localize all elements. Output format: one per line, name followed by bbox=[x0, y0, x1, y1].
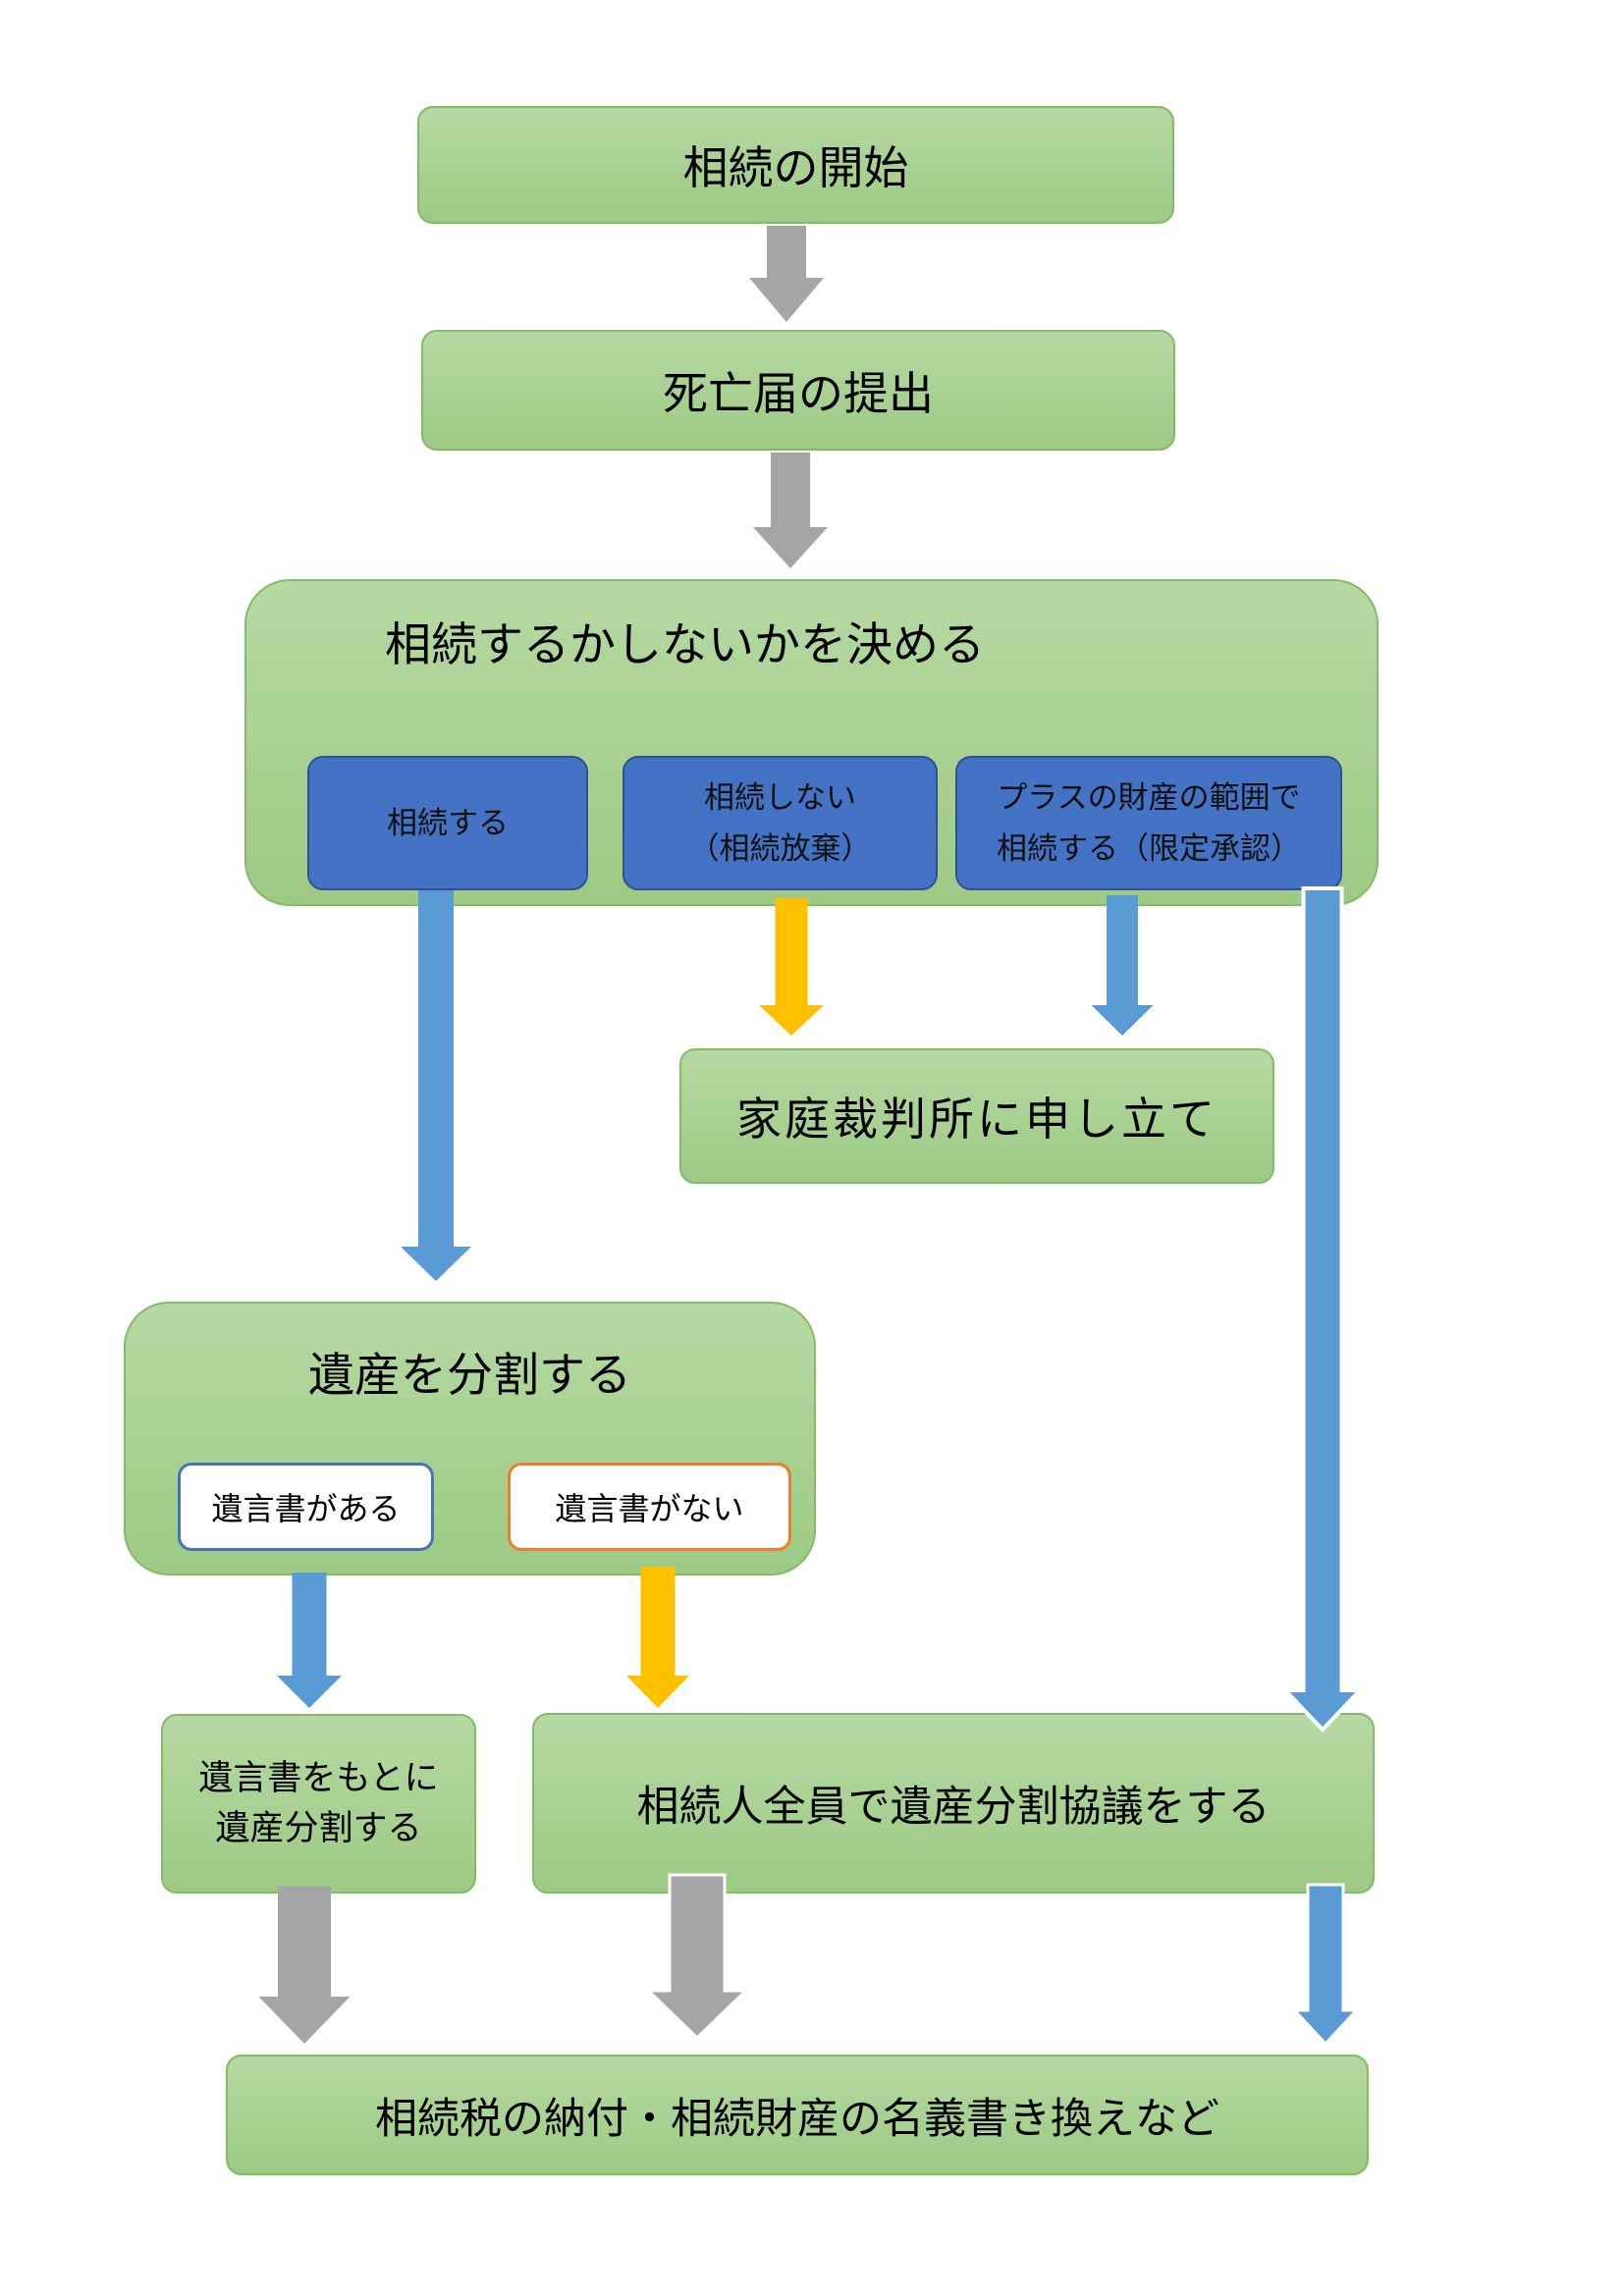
arrow-start-to-death-notice bbox=[749, 226, 824, 322]
with-will-box: 遺言書がある bbox=[178, 1463, 434, 1551]
arrow-limited-to-court bbox=[1091, 895, 1154, 1036]
death-notice-box: 死亡届の提出 bbox=[421, 330, 1175, 451]
option-renounce-line1: 相続しない bbox=[704, 779, 856, 816]
decide-title: 相続するかしないかを決める bbox=[385, 618, 985, 672]
decide-box: 相続するかしないかを決める 相続する 相続しない （相続放棄） プラスの財産の範… bbox=[244, 579, 1379, 906]
divide-by-will-line2: 遺産分割する bbox=[215, 1808, 422, 1848]
option-accept-box: 相続する bbox=[307, 756, 588, 890]
option-renounce-box: 相続しない （相続放棄） bbox=[623, 756, 938, 890]
divide-title: 遺産を分割する bbox=[308, 1349, 631, 1403]
family-court-label: 家庭裁判所に申し立て bbox=[736, 1093, 1218, 1146]
arrow-with-will-to-divide-by-will bbox=[277, 1573, 342, 1708]
divide-by-will-box: 遺言書をもとに 遺産分割する bbox=[161, 1714, 476, 1894]
option-accept-label: 相続する bbox=[387, 805, 509, 841]
without-will-label: 遺言書がない bbox=[555, 1490, 744, 1527]
arrow-renounce-to-court bbox=[759, 898, 824, 1036]
final-box: 相続税の納付・相続財産の名義書き換えなど bbox=[226, 2055, 1369, 2175]
option-limited-line2: 相続する（限定承認） bbox=[997, 830, 1301, 867]
family-court-box: 家庭裁判所に申し立て bbox=[679, 1048, 1274, 1184]
agreement-label: 相続人全員で遺産分割協議をする bbox=[636, 1783, 1271, 1832]
without-will-box: 遺言書がない bbox=[508, 1463, 791, 1551]
arrow-agreement-to-final bbox=[644, 1873, 750, 2041]
option-renounce-line2: （相続放棄） bbox=[688, 830, 872, 867]
arrow-agreement-right-to-final bbox=[1291, 1883, 1360, 2047]
start-label: 相続の開始 bbox=[682, 141, 909, 194]
agreement-box: 相続人全員で遺産分割協議をする bbox=[532, 1713, 1375, 1894]
arrow-accept-to-divide bbox=[401, 890, 471, 1281]
option-limited-line1: プラスの財産の範囲で bbox=[997, 779, 1301, 816]
arrow-death-notice-to-decide bbox=[753, 453, 828, 568]
arrow-without-will-to-agreement bbox=[626, 1567, 689, 1708]
divide-box: 遺産を分割する 遺言書がある 遺言書がない bbox=[124, 1302, 816, 1575]
divide-by-will-line1: 遺言書をもとに bbox=[198, 1758, 439, 1798]
death-notice-label: 死亡届の提出 bbox=[663, 366, 934, 420]
arrow-divide-by-will-to-final bbox=[258, 1887, 351, 2044]
with-will-label: 遺言書がある bbox=[211, 1490, 401, 1527]
option-limited-box: プラスの財産の範囲で 相続する（限定承認） bbox=[955, 756, 1342, 890]
arrow-limited-to-agreement bbox=[1280, 886, 1365, 1733]
final-label: 相続税の納付・相続財産の名義書き換えなど bbox=[375, 2094, 1219, 2144]
start-box: 相続の開始 bbox=[417, 106, 1174, 224]
